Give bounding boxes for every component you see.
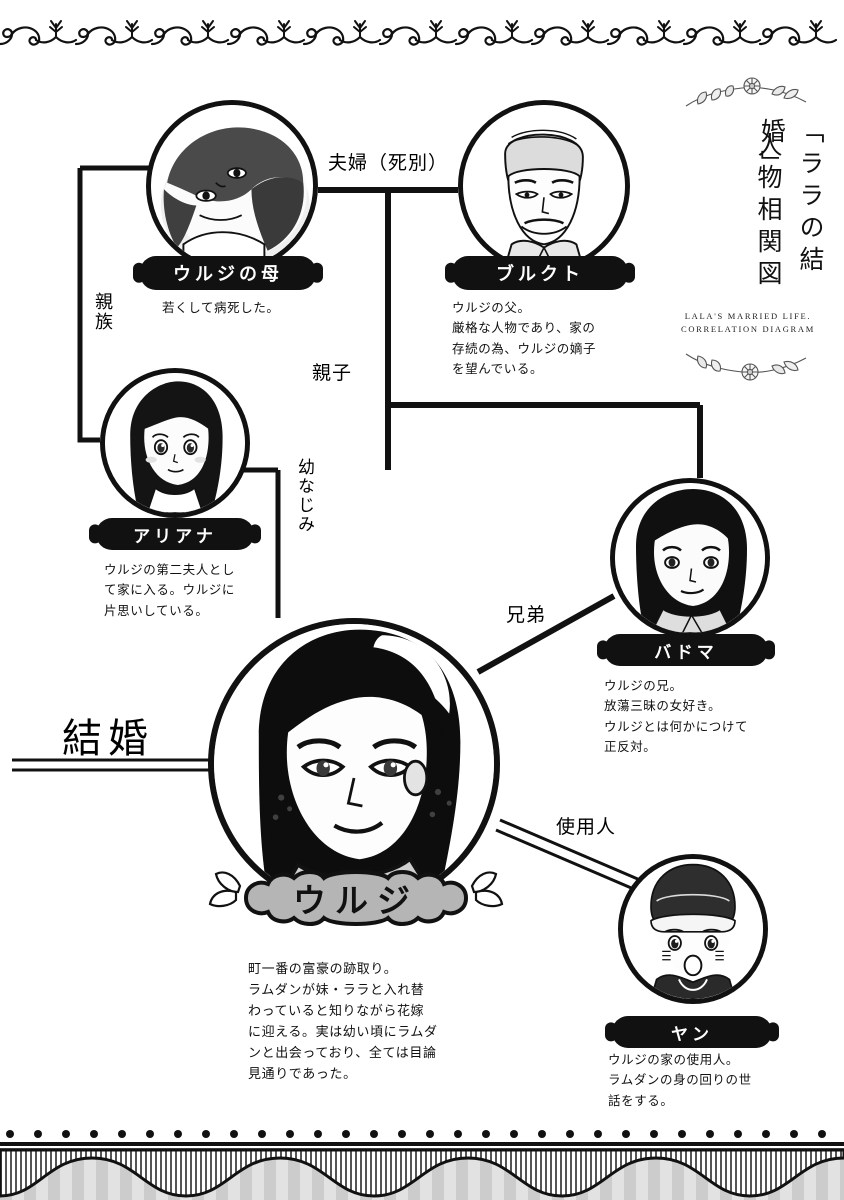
portrait-mother <box>146 100 318 272</box>
nameplate-urji-label: ウルジ <box>293 882 419 919</box>
title-block: 「ララの結婚」 人物相関図 LALA'S MARRIED LIFE. CORRE… <box>662 70 834 381</box>
description-yan: ウルジの家の使用人。 ラムダンの身の回りの世 話をする。 <box>608 1053 752 1108</box>
title-main-line2: 人物相関図 <box>754 132 781 292</box>
nameplate-yan: ヤン <box>612 1016 772 1048</box>
nameplate-urji: ウルジ <box>206 862 506 934</box>
nameplate-badoma-label: バドマ <box>654 642 718 662</box>
nameplate-burukuto-label: ブルクト <box>496 264 584 284</box>
description-burukuto: ウルジの父。 厳格な人物であり、家の 存続の為、ウルジの嫡子 を望んでいる。 <box>452 301 597 376</box>
nameplate-yan-label: ヤン <box>671 1024 713 1044</box>
nameplate-mother: ウルジの母 <box>140 256 316 290</box>
nameplate-burukuto: ブルクト <box>452 256 628 290</box>
portrait-yan <box>618 854 768 1004</box>
nameplate-ariana: アリアナ <box>96 518 254 550</box>
relation-label-marriage: 結婚 <box>62 716 154 761</box>
nameplate-mother-label: ウルジの母 <box>173 264 283 284</box>
portrait-mother-art <box>151 105 313 267</box>
relation-label-childhood-friend: 幼なじみ <box>295 458 314 534</box>
nameplate-ariana-label: アリアナ <box>133 526 217 546</box>
relation-label-servant: 使用人 <box>556 817 617 838</box>
title-main: 「ララの結婚」 <box>751 118 829 314</box>
portrait-ariana <box>100 368 250 518</box>
portrait-ariana-art <box>105 373 245 513</box>
title-subtitle: LALA'S MARRIED LIFE. CORRELATION DIAGRAM <box>680 311 816 334</box>
title-main-secondary: 人物相関図 <box>747 132 786 328</box>
relation-label-couple: 夫婦（死別） <box>328 153 449 174</box>
portrait-burukuto-art <box>463 105 625 267</box>
nameplate-badoma: バドマ <box>604 634 768 666</box>
bottom-valance-border <box>0 1118 844 1200</box>
description-urji: 町一番の富豪の跡取り。 ラムダンが妹・ララと入れ替 わっていると知りながら花嫁 … <box>248 961 438 1082</box>
description-mother: 若くして病死した。 <box>162 301 280 315</box>
portrait-badoma <box>610 478 770 638</box>
floral-ornament-bottom <box>680 342 820 393</box>
floral-ornament-top <box>680 70 820 121</box>
title-main-line1: 「ララの結婚」 <box>757 118 823 278</box>
relation-label-kin: 親族 <box>93 292 113 332</box>
portrait-badoma-art <box>615 483 765 633</box>
description-ariana: ウルジの第二夫人とし て家に入る。ウルジに 片思いしている。 <box>104 563 236 618</box>
relation-label-siblings: 兄弟 <box>506 605 547 626</box>
relation-label-parent-child: 親子 <box>312 363 353 384</box>
description-badoma: ウルジの兄。 放蕩三昧の女好き。 ウルジとは何かにつけて 正反対。 <box>604 679 749 754</box>
portrait-yan-art <box>623 859 763 999</box>
portrait-burukuto <box>458 100 630 272</box>
